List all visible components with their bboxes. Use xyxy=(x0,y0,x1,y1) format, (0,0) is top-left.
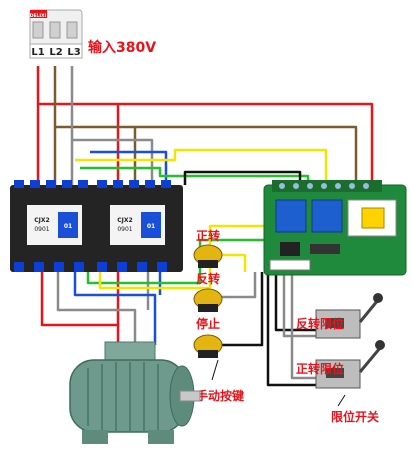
wire-limit-4 xyxy=(290,272,318,380)
limit-switch-label: 限位开关 xyxy=(331,409,379,424)
limit-switch-forward xyxy=(315,340,385,389)
wire-brown-to-board xyxy=(135,125,358,182)
contactor-2-contact: 01 xyxy=(147,223,155,230)
contactor-1: CJX2 0901 01 xyxy=(10,180,100,272)
contactor-2-model: CJX2 xyxy=(117,217,132,224)
wire-out-gray xyxy=(56,272,137,345)
wire-button-yellow xyxy=(222,253,247,272)
contactor-1-code: 0901 xyxy=(34,226,49,233)
wire-blue-cross xyxy=(90,150,168,185)
wire-l2-brown-bus xyxy=(55,125,137,185)
input-voltage-label: 输入380V xyxy=(88,39,156,56)
wire-yellow-bottom xyxy=(98,224,272,290)
manual-buttons-label: 手动按键 xyxy=(196,388,244,403)
wire-limit-3 xyxy=(266,272,318,387)
wire-out-red xyxy=(40,272,120,345)
phase-l3-label: L3 xyxy=(67,47,80,58)
wire-black-top xyxy=(183,170,302,185)
circuit-breaker: DELIXI L1 L2 L3 xyxy=(29,9,83,59)
wire-limit-2 xyxy=(282,272,318,338)
stop-label: 停止 xyxy=(196,316,220,331)
wire-limit-1 xyxy=(274,272,318,332)
forward-label: 正转 xyxy=(196,228,220,243)
control-board xyxy=(263,180,407,276)
wire-l1-red-bus xyxy=(38,102,120,185)
wire-button-gray xyxy=(222,272,257,299)
contactor-1-contact: 01 xyxy=(64,223,72,230)
wire-button-black xyxy=(222,272,264,347)
wire-green-bottom xyxy=(86,238,272,285)
contactor-2-code: 0901 xyxy=(117,226,132,233)
wire-l3-gray-bus xyxy=(72,138,154,185)
forward-limit-label: 正转限位 xyxy=(296,361,344,376)
reverse-label: 反转 xyxy=(196,271,220,286)
wire-yellow-top xyxy=(75,148,328,182)
limit-switch-reverse xyxy=(315,293,383,339)
reverse-limit-label: 反转限位 xyxy=(296,316,344,331)
wires xyxy=(36,66,374,387)
wire-green-top xyxy=(80,166,310,182)
contactor-1-model: CJX2 xyxy=(34,217,49,224)
manual-buttons xyxy=(193,244,223,358)
wire-red-to-board xyxy=(118,102,374,182)
breaker-brand: DELIXI xyxy=(30,13,47,19)
contactor-2: CJX2 0901 01 xyxy=(93,180,183,272)
motor xyxy=(69,341,201,444)
wire-out-blue xyxy=(73,272,157,345)
phase-l1-label: L1 xyxy=(31,47,44,58)
phase-l2-label: L2 xyxy=(49,47,62,58)
